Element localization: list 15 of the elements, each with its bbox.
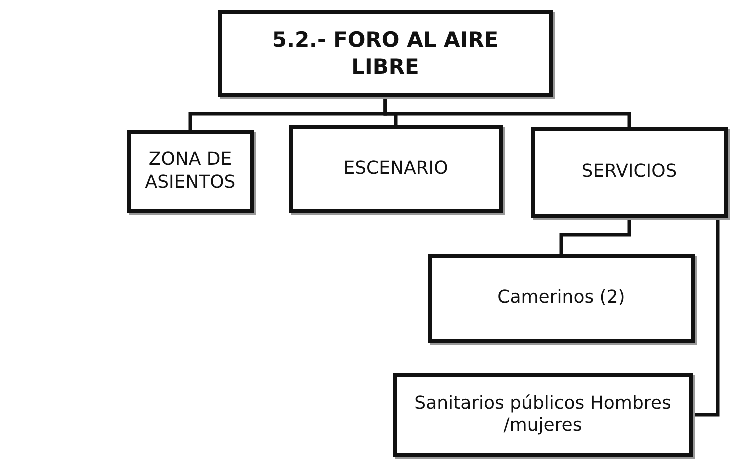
connector-line xyxy=(384,97,632,127)
section-box xyxy=(127,130,254,213)
section-box xyxy=(531,127,728,218)
box-label: ZONA DE ASIENTOS xyxy=(144,149,237,194)
box-label: SERVICIOS xyxy=(582,161,678,184)
title-box xyxy=(218,10,553,97)
section-box xyxy=(289,125,503,213)
connector-line xyxy=(693,218,720,417)
connector-line xyxy=(560,218,632,254)
section-box xyxy=(428,254,695,343)
box-label: Camerinos (2) xyxy=(498,287,626,310)
section-box xyxy=(393,373,693,457)
box-label: ESCENARIO xyxy=(344,158,448,180)
box-label: Sanitarios públicos Hombres /mujeres xyxy=(414,392,672,438)
title-text: 5.2.- FORO AL AIRE LIBRE xyxy=(271,27,500,80)
